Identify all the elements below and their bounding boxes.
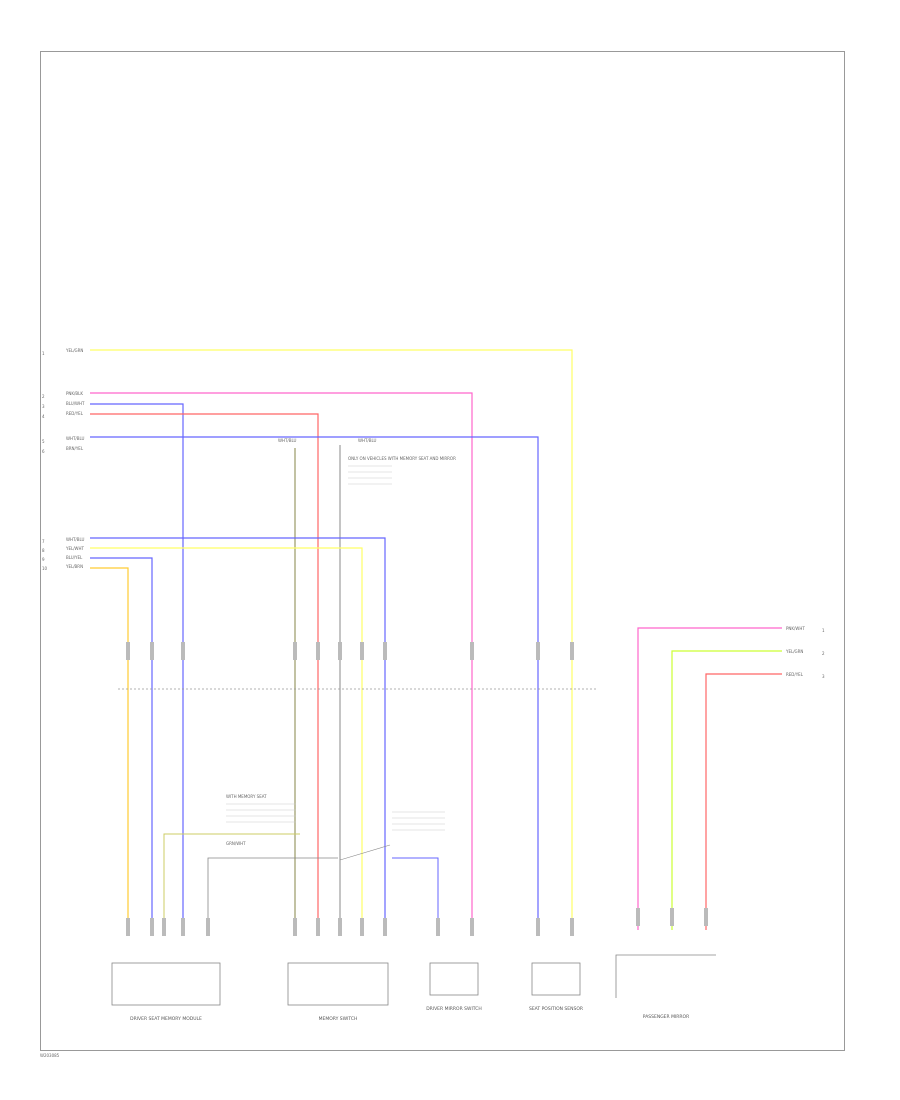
component-seat-position-sensor: SEAT POSITION SENSOR <box>529 962 583 1012</box>
splice-note: ONLY ON VEHICLES WITH MEMORY SEAT AND MI… <box>348 456 456 461</box>
left-wire-label-8: YEL/WHT <box>65 546 85 551</box>
left-wire-label-5: WHT/BLU <box>66 436 85 441</box>
wire-pin-10: 10 <box>42 566 48 571</box>
right-wire-label-3: RED/YEL <box>786 672 804 677</box>
wire-yel-grn-right <box>671 650 782 930</box>
bus-label: GRN/WHT <box>226 841 246 846</box>
right-wire-label-2: YEL/GRN <box>785 649 803 654</box>
wire-pnk-blk <box>90 392 473 930</box>
wire-wht-blu <box>90 537 386 930</box>
component-memory-switch: MEMORY SWITCH <box>287 962 389 1022</box>
wire-pin-7: 7 <box>42 539 45 544</box>
left-wire-label-9: BLU/YEL <box>66 555 83 560</box>
wire-wht-blu-long <box>90 436 539 930</box>
wire-blu-short <box>392 857 439 930</box>
wire-tan-branch <box>163 833 300 930</box>
mid-label-2: WHT/BLU <box>358 438 377 443</box>
right-wire-pin-1: 1 <box>822 628 825 633</box>
right-wire-pin-3: 3 <box>822 674 825 679</box>
left-wire-label-10: YEL/BRN <box>65 564 83 569</box>
wire-pin-4: 4 <box>42 414 45 419</box>
wire-pin-3: 3 <box>42 404 45 409</box>
wire-blu-yel <box>90 557 153 930</box>
wire-blu-wht <box>90 403 184 930</box>
left-wire-label-7: WHT/BLU <box>66 537 85 542</box>
wire-pnk-wht-right <box>637 627 782 930</box>
mid-label-1: WHT/BLU <box>278 438 297 443</box>
left-wire-label-1: YEL/GRN <box>65 348 83 353</box>
wire-pin-2: 2 <box>42 394 45 399</box>
component-caption-3: DRIVER MIRROR SWITCH <box>426 1006 482 1012</box>
wire-pin-6: 6 <box>42 449 45 454</box>
wire-yel-wht <box>90 547 363 930</box>
left-wire-label-2: PNK/BLK <box>66 391 83 396</box>
connector-terminals <box>126 642 574 660</box>
wire-red-yel-right <box>705 673 782 930</box>
page-id: W203085 <box>40 1053 60 1058</box>
component-caption-2: MEMORY SWITCH <box>319 1016 358 1022</box>
component-caption-4: SEAT POSITION SENSOR <box>529 1006 583 1012</box>
component-driver-mirror-switch: DRIVER MIRROR SWITCH <box>426 962 482 1012</box>
wire-gray-branch <box>207 857 338 930</box>
right-wire-pin-2: 2 <box>822 651 825 656</box>
wire-pin-9: 9 <box>42 557 45 562</box>
note-leader <box>339 844 391 861</box>
wire-pin-8: 8 <box>42 548 45 553</box>
right-wire-label-1: PNK/WHT <box>786 626 805 631</box>
diagram-frame <box>40 51 845 1051</box>
component-driver-seat-memory-module: DRIVER SEAT MEMORY MODULE <box>111 962 221 1022</box>
wire-yel-brn <box>90 567 129 930</box>
left-wire-label-3: BLU/WHT <box>66 401 85 406</box>
wire-pin-1: 1 <box>42 351 45 356</box>
left-wire-label-6: BRN/YEL <box>66 446 84 451</box>
component-passenger-mirror: PASSENGER MIRROR <box>615 954 716 1020</box>
wire-yel-grn <box>90 349 573 930</box>
component-caption-1: DRIVER SEAT MEMORY MODULE <box>130 1016 202 1022</box>
left-wire-label-4: RED/YEL <box>66 411 84 416</box>
wire-red-yel <box>90 413 319 930</box>
bottom-terminals <box>126 908 708 936</box>
note-with-memory-seat: WITH MEMORY SEAT <box>226 794 267 799</box>
wire-pin-5: 5 <box>42 439 45 444</box>
component-caption-5: PASSENGER MIRROR <box>643 1014 689 1020</box>
